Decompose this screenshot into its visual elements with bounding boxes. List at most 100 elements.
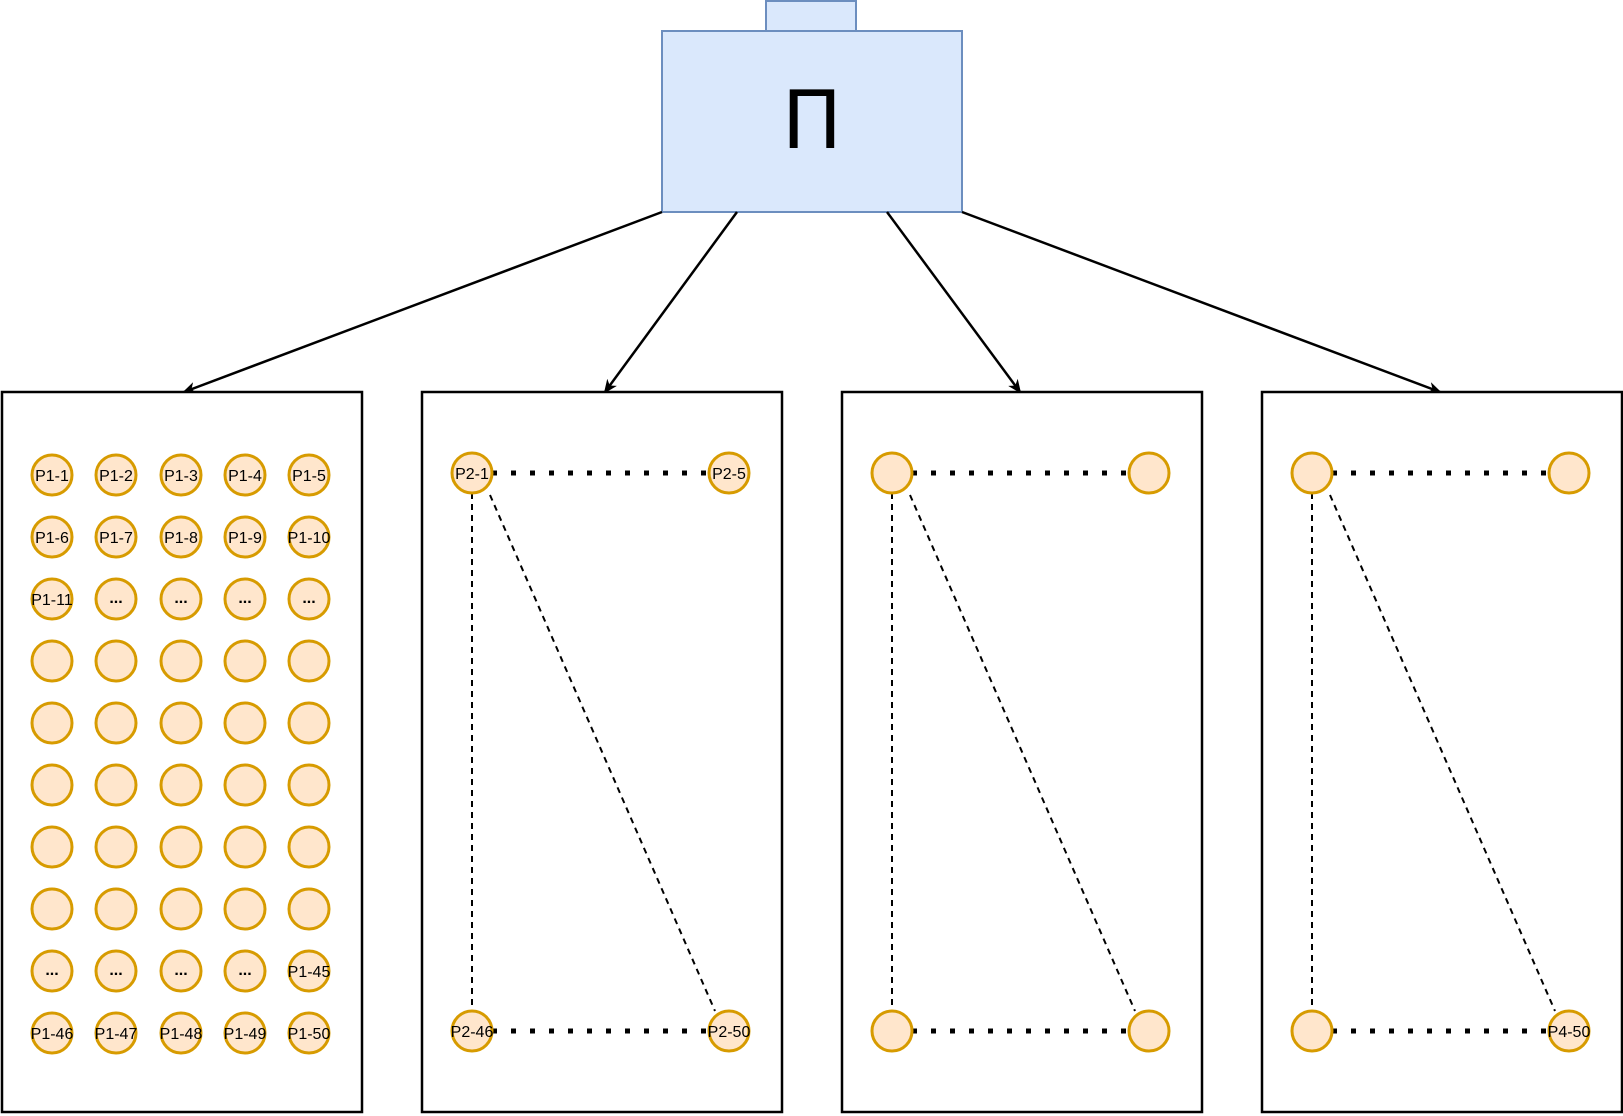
- grid-node-r7-c5-circle: [287, 825, 331, 869]
- grid-node-r3-c2: ...: [94, 577, 138, 621]
- grid-node-r8-c1: [30, 887, 74, 931]
- grid-node-r5-c5-circle: [287, 701, 331, 745]
- corner-node-top-right-circle: [1127, 451, 1171, 495]
- grid-node-r8-c5-circle: [287, 887, 331, 931]
- corner-node-bottom-right-label: P4-50: [1548, 1024, 1591, 1041]
- grid-node-r5-c4-circle: [223, 701, 267, 745]
- arrows: [182, 210, 1442, 394]
- grid-node-r1-c3-circle: [159, 453, 203, 497]
- grid-node-r9-c5-circle: [287, 949, 331, 993]
- grid-node-r7-c3-circle: [159, 825, 203, 869]
- grid-node-r4-c3: [159, 639, 203, 683]
- grid-node-r3-c4: ...: [223, 577, 267, 621]
- grid-node-r3-c2-label: ...: [109, 590, 122, 607]
- grid-node-r10-c4-circle: [223, 1011, 267, 1055]
- grid-node-r8-c5: [287, 887, 331, 931]
- corner-node-bottom-right: P4-50: [1547, 1009, 1591, 1053]
- grid-node-r2-c3: P1-8: [159, 515, 203, 559]
- grid-node-r9-c4: ...: [223, 949, 267, 993]
- corner-node-top-left-circle: [870, 451, 914, 495]
- corner-node-bottom-right: [1127, 1009, 1171, 1053]
- grid-node-r9-c2-circle: [94, 949, 138, 993]
- partition-3: [840, 390, 1204, 1114]
- root-node-tab: [765, 0, 857, 32]
- grid-node-r2-c5: P1-10: [287, 515, 331, 559]
- grid-node-r8-c4-circle: [223, 887, 267, 931]
- grid-node-r2-c1: P1-6: [30, 515, 74, 559]
- grid-node-r1-c1-label: P1-1: [35, 468, 69, 485]
- arrow-to-partition-4: [961, 210, 1442, 394]
- grid-node-r10-c3-label: P1-48: [160, 1026, 203, 1043]
- grid-node-r10-c4-label: P1-49: [224, 1026, 267, 1043]
- grid-node-r1-c2: P1-2: [94, 453, 138, 497]
- corner-node-top-right-circle: [1547, 451, 1591, 495]
- grid-node-r10-c1-label: P1-46: [31, 1026, 74, 1043]
- grid-node-r7-c2-circle: [94, 825, 138, 869]
- grid-node-r3-c5: ...: [287, 577, 331, 621]
- grid-node-r6-c1: [30, 763, 74, 807]
- grid-node-r3-c3-label: ...: [174, 590, 187, 607]
- grid-node-r8-c2: [94, 887, 138, 931]
- corner-node-top-right-label: P2-5: [712, 466, 746, 483]
- grid-node-r4-c5-circle: [287, 639, 331, 683]
- grid-node-r10-c2: P1-47: [94, 1011, 138, 1055]
- arrow-to-partition-2: [603, 211, 739, 394]
- corner-node-top-left-label: P2-1: [455, 466, 489, 483]
- grid-node-r1-c5-label: P1-5: [292, 468, 326, 485]
- root-node: Π: [661, 0, 963, 213]
- grid-node-r6-c2-circle: [94, 763, 138, 807]
- corner-node-top-right-circle: [707, 451, 751, 495]
- grid-node-r3-c3-circle: [159, 577, 203, 621]
- grid-node-r9-c1: ...: [30, 949, 74, 993]
- corner-node-bottom-right-circle: [1127, 1009, 1171, 1053]
- grid-node-r4-c4-circle: [223, 639, 267, 683]
- grid-node-r5-c3: [159, 701, 203, 745]
- grid-node-r7-c4: [223, 825, 267, 869]
- grid-node-r4-c4: [223, 639, 267, 683]
- diagonal-dashed-edge: [489, 494, 716, 1012]
- grid-node-r2-c1-label: P1-6: [35, 530, 69, 547]
- root-node-box: [661, 30, 963, 213]
- grid-node-r9-c4-label: ...: [238, 962, 251, 979]
- grid-node-r6-c4-circle: [223, 763, 267, 807]
- corner-node-bottom-left: [1290, 1009, 1334, 1053]
- corner-node-bottom-left: P2-46: [450, 1009, 494, 1053]
- grid-node-r8-c1-circle: [30, 887, 74, 931]
- grid-node-r9-c4-circle: [223, 949, 267, 993]
- corner-node-bottom-right-circle: [707, 1009, 751, 1053]
- corner-node-bottom-left-label: P2-46: [451, 1024, 494, 1041]
- grid-node-r10-c3-circle: [159, 1011, 203, 1055]
- grid-node-r2-c2: P1-7: [94, 515, 138, 559]
- corner-node-bottom-right-label: P2-50: [708, 1024, 751, 1041]
- grid-node-r5-c2-circle: [94, 701, 138, 745]
- grid-node-r8-c2-circle: [94, 887, 138, 931]
- corner-node-bottom-left-circle: [870, 1009, 914, 1053]
- grid-node-r2-c2-label: P1-7: [99, 530, 133, 547]
- grid-node-r4-c5: [287, 639, 331, 683]
- grid-node-r3-c1: P1-11: [30, 577, 74, 621]
- diagonal-dashed-edge: [909, 494, 1136, 1012]
- partition-4: P4-50: [1260, 390, 1623, 1114]
- grid-node-r5-c4: [223, 701, 267, 745]
- grid-node-r4-c3-circle: [159, 639, 203, 683]
- grid-node-r9-c5: P1-45: [287, 949, 331, 993]
- grid-node-r1-c4: P1-4: [223, 453, 267, 497]
- grid-node-r5-c3-circle: [159, 701, 203, 745]
- grid-node-r4-c2-circle: [94, 639, 138, 683]
- grid-node-r2-c5-circle: [287, 515, 331, 559]
- grid-node-r8-c3: [159, 887, 203, 931]
- grid-node-r2-c4-circle: [223, 515, 267, 559]
- grid-node-r7-c2: [94, 825, 138, 869]
- diagonal-dashed-edge: [1329, 494, 1556, 1012]
- grid-node-r2-c3-label: P1-8: [164, 530, 198, 547]
- grid-node-r10-c2-circle: [94, 1011, 138, 1055]
- partition-1-box: [0, 390, 364, 1114]
- grid-node-r6-c2: [94, 763, 138, 807]
- grid-node-r10-c4: P1-49: [223, 1011, 267, 1055]
- grid-node-r4-c1-circle: [30, 639, 74, 683]
- grid-node-r10-c5: P1-50: [287, 1011, 331, 1055]
- grid-node-r7-c3: [159, 825, 203, 869]
- corner-node-top-left-circle: [1290, 451, 1334, 495]
